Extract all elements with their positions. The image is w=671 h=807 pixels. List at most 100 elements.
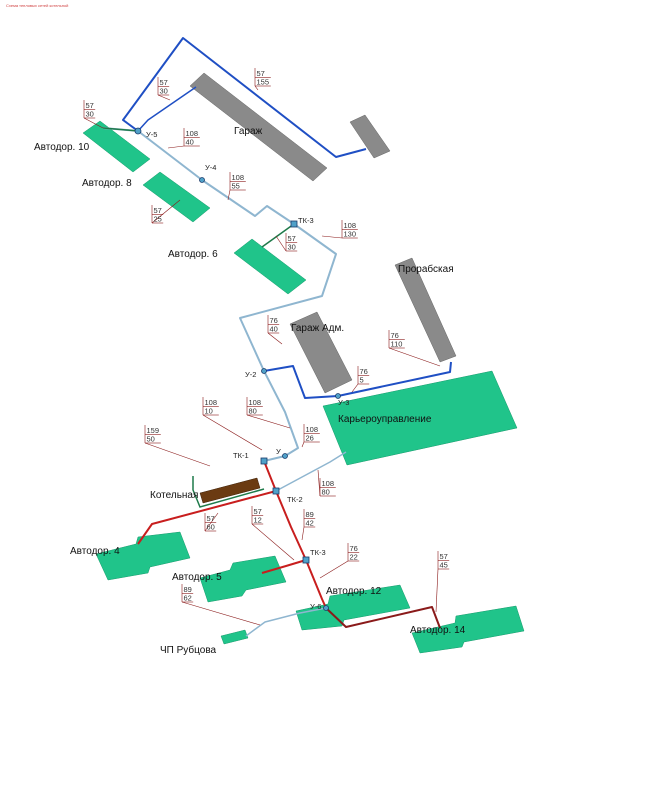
node-u2[interactable] <box>261 368 267 374</box>
pipe-label-leader <box>388 347 441 367</box>
pipe-diameter: 108 <box>186 129 199 138</box>
label-garage: Гараж <box>234 126 263 137</box>
pipe-length: 12 <box>254 516 262 525</box>
pipe-diameter: 108 <box>344 221 357 230</box>
node-label-u5: У-5 <box>146 130 157 139</box>
node-tk1[interactable] <box>260 457 268 465</box>
pipe-length: 45 <box>440 561 448 570</box>
pipe-label-leader <box>301 441 305 448</box>
node-tk3-bottom[interactable] <box>302 556 310 564</box>
pipe-length: 30 <box>160 87 168 96</box>
pipe-to-rubtsova[interactable] <box>245 607 327 637</box>
building-garage[interactable] <box>189 72 328 182</box>
pipe-avtodor6[interactable] <box>261 223 295 248</box>
node-u3[interactable] <box>335 393 341 399</box>
node-u6[interactable] <box>323 605 329 611</box>
node-labels: У-5 У-4 ТК-3 У-2 У-3 ТК-1 У ТК-2 ТК-3 У-… <box>146 130 349 611</box>
label-rubtsova: ЧП Рубцова <box>160 644 217 656</box>
label-avtodor10: Автодор. 10 <box>34 142 90 153</box>
pipe-label-leader <box>157 94 171 101</box>
node-label-u4: У-4 <box>205 163 216 172</box>
building-avtodor12[interactable] <box>295 584 411 631</box>
pipe-diameter: 108 <box>205 398 218 407</box>
building-karier[interactable] <box>322 370 518 466</box>
pipe-red-avtodor4[interactable] <box>137 490 277 545</box>
building-prorab[interactable] <box>394 257 457 363</box>
pipe-main-trunk[interactable] <box>102 127 337 462</box>
pipe-diameter: 57 <box>440 552 448 561</box>
label-avtodor8: Автодор. 8 <box>82 178 132 189</box>
pipe-label-leader <box>202 414 263 451</box>
pipe-red-avtodor5[interactable] <box>261 559 307 574</box>
pipe-garage-adm[interactable] <box>263 361 452 399</box>
pipe-length: 110 <box>391 340 403 349</box>
label-avtodor12: Автодор. 12 <box>326 586 382 597</box>
building-avtodor4[interactable] <box>95 531 191 581</box>
pipe-length: 130 <box>344 230 357 239</box>
pipe-length: 10 <box>205 407 213 416</box>
building-garage-adm[interactable] <box>289 311 353 394</box>
building-labels: Гараж Прорабская Гараж Адм. Карьероуправ… <box>34 126 466 656</box>
pipe-avtodor10[interactable] <box>102 127 139 132</box>
pipe-to-karier[interactable] <box>275 451 347 492</box>
pipe-diameter: 57 <box>288 234 296 243</box>
node-tk2[interactable] <box>272 487 280 495</box>
pipe-length: 22 <box>350 553 358 562</box>
pipe-diameter: 76 <box>360 367 368 376</box>
pipe-labels: 5730573057155108401085557255730108130764… <box>83 68 450 626</box>
pipe-label-leader <box>181 601 261 626</box>
node-u4[interactable] <box>199 177 205 183</box>
pipe-diameter: 57 <box>257 69 265 78</box>
pipe-diameter: 57 <box>207 514 215 523</box>
node-u1[interactable] <box>282 453 288 459</box>
building-avtodor10[interactable] <box>82 120 151 173</box>
building-avtodor14[interactable] <box>411 605 525 654</box>
pipe-garage-branch[interactable] <box>137 86 197 132</box>
node-label-u1: У <box>276 447 281 456</box>
pipe-diameter: 76 <box>391 331 399 340</box>
building-avtodor8[interactable] <box>142 171 211 223</box>
pipe-diameter: 108 <box>322 479 335 488</box>
pipe-diameter: 57 <box>86 101 94 110</box>
building-kotelnaya[interactable] <box>199 477 261 504</box>
pipe-diameter: 108 <box>249 398 262 407</box>
pipe-length: 50 <box>147 435 155 444</box>
building-garage-small[interactable] <box>349 114 391 159</box>
pipe-red-avtodor14[interactable] <box>325 606 441 629</box>
pipe-length: 5 <box>360 376 364 385</box>
node-label-tk1: ТК-1 <box>233 451 249 460</box>
node-tk3-top[interactable] <box>290 220 298 228</box>
label-avtodor6: Автодор. 6 <box>168 249 218 260</box>
pipe-length: 80 <box>249 407 257 416</box>
pipe-label-leader <box>321 235 343 239</box>
building-rubtsova[interactable] <box>220 629 249 645</box>
pipe-label-leader <box>319 560 349 579</box>
pipe-length: 62 <box>184 594 192 603</box>
pipe-label-leader <box>254 85 259 91</box>
pipe-label-leader <box>435 568 439 613</box>
pipe-garage-loop[interactable] <box>122 37 367 158</box>
building-avtodor5[interactable] <box>199 555 287 603</box>
node-label-tk2: ТК-2 <box>287 495 303 504</box>
pipe-diameter: 57 <box>160 78 168 87</box>
pipe-diameter: 89 <box>306 510 314 519</box>
pipes-layer <box>102 37 452 637</box>
pipe-length: 80 <box>322 488 330 497</box>
pipe-label-leader <box>144 442 211 467</box>
label-prorab: Прорабская <box>398 263 454 275</box>
pipe-red-main[interactable] <box>263 460 327 609</box>
node-label-tk3-bottom: ТК-3 <box>310 548 326 557</box>
building-avtodor6[interactable] <box>233 238 307 295</box>
node-u5[interactable] <box>134 127 142 135</box>
